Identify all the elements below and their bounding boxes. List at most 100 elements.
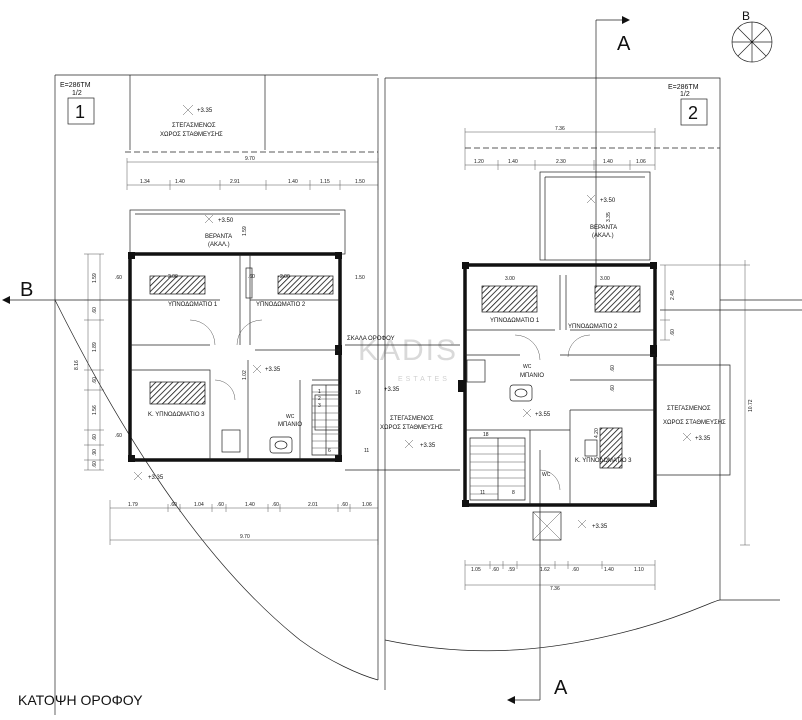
watermark: KADIS ESTATES bbox=[358, 334, 458, 383]
house1-floor-level: +3.35 bbox=[148, 475, 164, 481]
house2-top-total: 7.36 bbox=[555, 126, 565, 132]
house1-stair-num-1: 1 bbox=[318, 389, 321, 395]
house2-stair-top: 18 bbox=[483, 432, 489, 438]
house1-inner-dim-6: 1.02 bbox=[242, 370, 248, 380]
house1-bottom-dim-8: .60 bbox=[341, 502, 348, 508]
house1-top-dim-5: 1.15 bbox=[320, 179, 330, 185]
house-2: E=286TM 1/2 2 7.36 1.20 1.40 2.30 1.40 1… bbox=[458, 84, 754, 592]
house1-inner-dim-5: .60 bbox=[248, 274, 255, 280]
house2-top-dim-4: 1.40 bbox=[603, 159, 613, 165]
shared-parking-label-1: ΣΤΕΓΑΣΜΕΝΟΣ bbox=[390, 416, 434, 422]
north-arrow: B bbox=[731, 9, 773, 63]
house2-inner-dim-3: 4.20 bbox=[594, 428, 600, 438]
house1-bottom-dim-2: .60 bbox=[170, 502, 177, 508]
house1-stair-top: 10 bbox=[355, 390, 361, 396]
house1-veranda-sub: (ΑΚΑΛ.) bbox=[208, 242, 230, 248]
house2-bottom-total: 7.36 bbox=[550, 586, 560, 592]
house1-left-dim-8: .60 bbox=[92, 461, 98, 468]
house2-ratio: 1/2 bbox=[680, 91, 690, 98]
house2-master: Κ. ΥΠΝΟΔΩΜΑΤΙΟ 3 bbox=[575, 458, 632, 464]
house1-bottom-total: 9.70 bbox=[240, 534, 250, 540]
shared-stair-label: ΣΚΑΛΑ ΟΡΟΦΟΥ bbox=[347, 336, 395, 342]
section-marker-a-bottom: A bbox=[507, 450, 568, 704]
house1-inner-dim-8: .60 bbox=[115, 433, 122, 439]
house2-bottom-dim-1: 1.05 bbox=[471, 567, 481, 573]
house1-bottom-dim-3: 1.04 bbox=[194, 502, 204, 508]
house1-top-dim-1: 1.34 bbox=[140, 179, 150, 185]
house1-inner-dim-3: 2.00 bbox=[168, 274, 178, 280]
house1-number-box bbox=[67, 97, 95, 125]
house2-veranda-level: +3.50 bbox=[600, 198, 616, 204]
house-1: E=286TM 1/2 1 +3.35 ΣΤΕΓΑΣΜΕΝΟΣ ΧΩΡΟΣ ΣΤ… bbox=[60, 82, 379, 545]
house1-top-dim-6: 1.50 bbox=[355, 179, 365, 185]
shared-stair-level: +3.35 bbox=[384, 387, 400, 393]
house1-bottom-dim-7: 2.01 bbox=[308, 502, 318, 508]
house2-right-dim-1: 2.45 bbox=[670, 290, 676, 300]
house1-bottom-dim-1: 1.79 bbox=[128, 502, 138, 508]
house1-ratio: 1/2 bbox=[72, 90, 82, 97]
house2-bottom-dim-3: .59 bbox=[508, 567, 515, 573]
house2-veranda-sub: (ΑΚΑΛ.) bbox=[592, 233, 614, 239]
house2-bottom-dim-5: .60 bbox=[572, 567, 579, 573]
house1-parking-label-1: ΣΤΕΓΑΣΜΕΝΟΣ bbox=[172, 123, 216, 129]
house1-top-dim-4: 1.40 bbox=[288, 179, 298, 185]
house2-inner-dim-5: .60 bbox=[610, 385, 616, 392]
house1-inner-dim-7: 1.50 bbox=[355, 275, 365, 281]
house1-bedroom2: ΥΠΝΟΔΩΜΑΤΙΟ 2 bbox=[256, 302, 306, 308]
house1-bath-wc: WC bbox=[286, 414, 295, 420]
house2-veranda-dim: 3.35 bbox=[606, 212, 612, 222]
house1-plot-label: E=286TM bbox=[60, 82, 91, 89]
house1-parking-level: +3.35 bbox=[197, 108, 213, 114]
house1-stair-num-2: 2 bbox=[318, 396, 321, 402]
house1-bottom-dim-6: .60 bbox=[272, 502, 279, 508]
watermark-sub: ESTATES bbox=[398, 376, 450, 383]
house1-left-dim-4: .60 bbox=[92, 377, 98, 384]
section-b-label: B bbox=[20, 279, 33, 301]
house2-bedroom1: ΥΠΝΟΔΩΜΑΤΙΟ 1 bbox=[490, 318, 540, 324]
house2-top-dim-1: 1.20 bbox=[474, 159, 484, 165]
house2-plot-label: E=286TM bbox=[668, 84, 699, 91]
house2-parking-level: +3.35 bbox=[695, 436, 711, 442]
section-marker-a-top: A bbox=[595, 16, 631, 300]
house2-parking-label-1: ΣΤΕΓΑΣΜΕΝΟΣ bbox=[667, 406, 711, 412]
house1-top-dim-3: 2.91 bbox=[230, 179, 240, 185]
house2-stair-num-2: 8 bbox=[512, 490, 515, 496]
house1-number: 1 bbox=[75, 102, 85, 122]
house2-inner-dim-1: 3.00 bbox=[505, 276, 515, 282]
house1-stairs bbox=[311, 384, 341, 456]
house1-left-dim-5: 1.56 bbox=[92, 405, 98, 415]
house2-top-dim-2: 1.40 bbox=[508, 159, 518, 165]
house1-left-dim-3: 1.89 bbox=[92, 342, 98, 352]
section-marker-b: B bbox=[2, 279, 802, 311]
house2-hall-level: +3.55 bbox=[535, 412, 551, 418]
house1-master: Κ. ΥΠΝΟΔΩΜΑΤΙΟ 3 bbox=[148, 412, 205, 418]
house1-inner-dim-2: 1.59 bbox=[242, 226, 248, 236]
section-a-top-label: A bbox=[617, 33, 631, 55]
shared-parking-level: +3.35 bbox=[420, 443, 436, 449]
house2-inner-dim-2: 3.00 bbox=[600, 276, 610, 282]
house2-wc: WC bbox=[542, 472, 551, 478]
watermark-brand: KADIS bbox=[358, 334, 458, 367]
house1-inner-dim-4: 2.00 bbox=[280, 274, 290, 280]
house2-floor-level: +3.35 bbox=[592, 524, 608, 530]
house1-left-dim-6: .60 bbox=[92, 434, 98, 441]
house1-bottom-dim-9: 1.06 bbox=[362, 502, 372, 508]
north-label: B bbox=[742, 9, 750, 23]
house2-bottom-dim-4: 1.62 bbox=[540, 567, 550, 573]
house1-left-total: 8.16 bbox=[74, 360, 80, 370]
house2-top-dim-3: 2.30 bbox=[556, 159, 566, 165]
house1-veranda-level: +3.50 bbox=[218, 218, 234, 224]
house1-bedroom1: ΥΠΝΟΔΩΜΑΤΙΟ 1 bbox=[168, 302, 218, 308]
house2-number: 2 bbox=[688, 103, 698, 123]
house2-stairs bbox=[469, 437, 526, 501]
house1-bottom-dim-4: .60 bbox=[217, 502, 224, 508]
shared-parking-label-2: ΧΩΡΟΣ ΣΤΑΘΜΕΥΣΗΣ bbox=[380, 425, 443, 431]
house1-top-total: 9.70 bbox=[245, 156, 255, 162]
house1-bottom-dim-5: 1.40 bbox=[245, 502, 255, 508]
house2-right-dim-2: .60 bbox=[670, 329, 676, 336]
house1-bath: ΜΠΑΝΙΟ bbox=[278, 422, 302, 428]
house2-bottom-dim-7: 1.10 bbox=[634, 567, 644, 573]
house2-number-box bbox=[680, 98, 708, 126]
house2-right-total: 10.72 bbox=[748, 399, 754, 412]
house2-bedroom2: ΥΠΝΟΔΩΜΑΤΙΟ 2 bbox=[568, 324, 618, 330]
